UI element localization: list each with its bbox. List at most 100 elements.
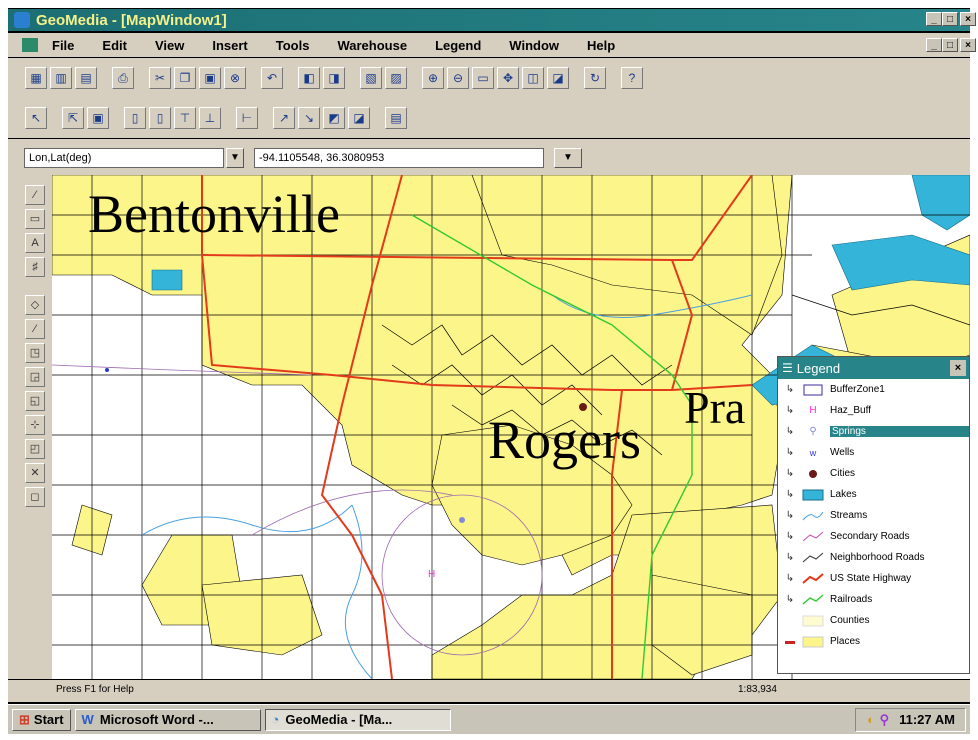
mdi-minimize-button[interactable]: _ <box>926 38 942 52</box>
insert-feature-icon[interactable]: ▯ <box>124 107 146 129</box>
legend-item-bufferzone1[interactable]: ↳ BufferZone1 <box>785 384 885 395</box>
draw-line-icon[interactable]: ⁄ <box>25 185 45 205</box>
legend-item-places[interactable]: ▬ Places <box>785 636 861 647</box>
task-microsoft-word[interactable]: W Microsoft Word -... <box>74 708 261 731</box>
task-geomedia[interactable]: ◔ GeoMedia - [Ma... <box>264 708 451 731</box>
copy-icon[interactable]: ❐ <box>174 67 196 89</box>
symbol-icon[interactable]: ♯ <box>25 257 45 277</box>
select-tool-icon[interactable]: ↖ <box>25 107 47 129</box>
measure-distance-icon[interactable]: ↗ <box>273 107 295 129</box>
tool-9-icon[interactable]: ◱ <box>25 391 45 411</box>
legend-item-neighborhood-roads[interactable]: ↳ Neighborhood Roads <box>785 552 925 563</box>
coordinate-system-dropdown-icon[interactable]: ▼ <box>226 148 244 168</box>
analysis-icon[interactable]: ◩ <box>323 107 345 129</box>
pan-icon[interactable]: ✥ <box>497 67 519 89</box>
previous-view-icon[interactable]: ◫ <box>522 67 544 89</box>
delete-icon[interactable]: ⊗ <box>224 67 246 89</box>
roads-layer <box>52 175 970 679</box>
menu-file[interactable]: File <box>52 37 75 53</box>
coordinate-readout-field[interactable]: -94.1105548, 36.3080953 <box>254 148 544 168</box>
geomedia-app-icon[interactable] <box>14 12 30 28</box>
clock[interactable]: 11:27 AM <box>899 712 955 727</box>
title-bar[interactable]: GeoMedia - [MapWindow1] _ □ × <box>8 9 976 31</box>
undo-icon[interactable]: ↶ <box>261 67 283 89</box>
legend-item-counties[interactable]: Counties <box>778 610 969 631</box>
insert-text-a-icon[interactable]: A <box>25 233 45 253</box>
legend-window[interactable]: ☰ Legend × ↳ BufferZone1 ↳ H Haz_Buff ↳ … <box>777 356 970 674</box>
map-window-icon[interactable] <box>22 38 38 52</box>
tool-12-icon[interactable]: ✕ <box>25 463 45 483</box>
tool-8-icon[interactable]: ◲ <box>25 367 45 387</box>
continue-geometry-icon[interactable]: ⊤ <box>174 107 196 129</box>
tool-7-icon[interactable]: ◳ <box>25 343 45 363</box>
menu-tools[interactable]: Tools <box>275 37 310 53</box>
spatial-query-icon[interactable]: ◨ <box>323 67 345 89</box>
coordinate-readout-dropdown-icon[interactable]: ▼ <box>554 148 582 168</box>
map-label-pra: Pra <box>684 382 746 433</box>
legend-item-haz-buff[interactable]: ↳ H Haz_Buff <box>785 405 871 416</box>
network-icon[interactable]: ⚲ <box>879 711 890 727</box>
mdi-close-button[interactable]: × <box>960 38 976 52</box>
legend-item-cities[interactable]: ↳ Cities <box>785 468 856 479</box>
print-icon[interactable]: ⎙ <box>112 67 134 89</box>
edit-geometry-icon[interactable]: ⊥ <box>199 107 221 129</box>
new-geoworkspace-icon[interactable]: ▦ <box>25 67 47 89</box>
start-button[interactable]: ⊞ Start <box>12 708 71 731</box>
menu-help[interactable]: Help <box>587 37 616 53</box>
legend-pointer-icon: ↳ <box>785 552 795 563</box>
streams-layer <box>141 294 753 679</box>
split-icon[interactable]: ⊢ <box>236 107 258 129</box>
buffer-zone-tool-icon[interactable]: ◪ <box>348 107 370 129</box>
fit-all-icon[interactable]: ▭ <box>472 67 494 89</box>
select-set-icon[interactable]: ⇱ <box>62 107 84 129</box>
tool-6-icon[interactable]: ⁄ <box>25 319 45 339</box>
save-geoworkspace-icon[interactable]: ▤ <box>75 67 97 89</box>
open-geoworkspace-icon[interactable]: ▥ <box>50 67 72 89</box>
menu-edit[interactable]: Edit <box>102 37 127 53</box>
tool-11-icon[interactable]: ◰ <box>25 439 45 459</box>
cut-icon[interactable]: ✂ <box>149 67 171 89</box>
attribute-query-icon[interactable]: ◧ <box>298 67 320 89</box>
legend-item-lakes[interactable]: ↳ Lakes <box>785 489 857 500</box>
tool-5-icon[interactable]: ◇ <box>25 295 45 315</box>
coordinate-system-select[interactable]: Lon,Lat(deg) <box>24 148 224 168</box>
legend-title-bar[interactable]: ☰ Legend × <box>778 357 969 379</box>
zoom-out-icon[interactable]: ⊖ <box>447 67 469 89</box>
menu-insert[interactable]: Insert <box>212 37 248 53</box>
tool-13-icon[interactable]: ◻ <box>25 487 45 507</box>
tool-10-icon[interactable]: ⊹ <box>25 415 45 435</box>
menu-warehouse[interactable]: Warehouse <box>337 37 408 53</box>
menu-window[interactable]: Window <box>509 37 559 53</box>
zoom-in-icon[interactable]: ⊕ <box>422 67 444 89</box>
map-label-bentonville: Bentonville <box>88 184 340 244</box>
main-toolbar: ▦ ▥ ▤ ⎙ ✂ ❐ ▣ ⊗ ↶ ◧ ◨ ▧ ▨ ⊕ ⊖ ▭ ✥ ◫ ◪ ↻ … <box>8 58 970 98</box>
legend-item-railroads[interactable]: ↳ Railroads <box>785 593 873 605</box>
insert-text-icon[interactable]: ▯ <box>149 107 171 129</box>
data-window-icon[interactable]: ▨ <box>385 67 407 89</box>
properties-icon[interactable]: ▤ <box>385 107 407 129</box>
legend-item-streams[interactable]: ↳ Streams <box>785 510 868 521</box>
legend-item-wells[interactable]: ↳ w Wells <box>785 447 855 458</box>
legend-close-button[interactable]: × <box>950 360 966 376</box>
paste-icon[interactable]: ▣ <box>199 67 221 89</box>
select-area-icon[interactable]: ▣ <box>87 107 109 129</box>
measure-area-icon[interactable]: ↘ <box>298 107 320 129</box>
map-window-icon-button[interactable]: ▧ <box>360 67 382 89</box>
mdi-restore-button[interactable]: □ <box>942 38 958 52</box>
well-icon: w <box>809 447 817 458</box>
volume-icon[interactable]: ◖ <box>865 712 874 727</box>
taskbar: ⊞ Start W Microsoft Word -... ◔ GeoMedia… <box>8 704 970 734</box>
close-button[interactable]: × <box>960 12 976 26</box>
menu-view[interactable]: View <box>154 37 185 53</box>
draw-rectangle-icon[interactable]: ▭ <box>25 209 45 229</box>
vertical-toolbar: ⁄ ▭ A ♯ ◇ ⁄ ◳ ◲ ◱ ⊹ ◰ ✕ ◻ <box>8 175 52 679</box>
legend-item-secondary-roads[interactable]: ↳ Secondary Roads <box>785 531 910 542</box>
legend-item-us-state-highway[interactable]: ↳ US State Highway <box>785 572 912 584</box>
refresh-icon[interactable]: ↻ <box>584 67 606 89</box>
maximize-button[interactable]: □ <box>942 12 958 26</box>
legend-item-springs[interactable]: ↳ ⚲ Springs <box>778 421 969 442</box>
menu-legend[interactable]: Legend <box>435 37 482 53</box>
next-view-icon[interactable]: ◪ <box>547 67 569 89</box>
minimize-button[interactable]: _ <box>926 12 942 26</box>
help-pointer-icon[interactable]: ? <box>621 67 643 89</box>
